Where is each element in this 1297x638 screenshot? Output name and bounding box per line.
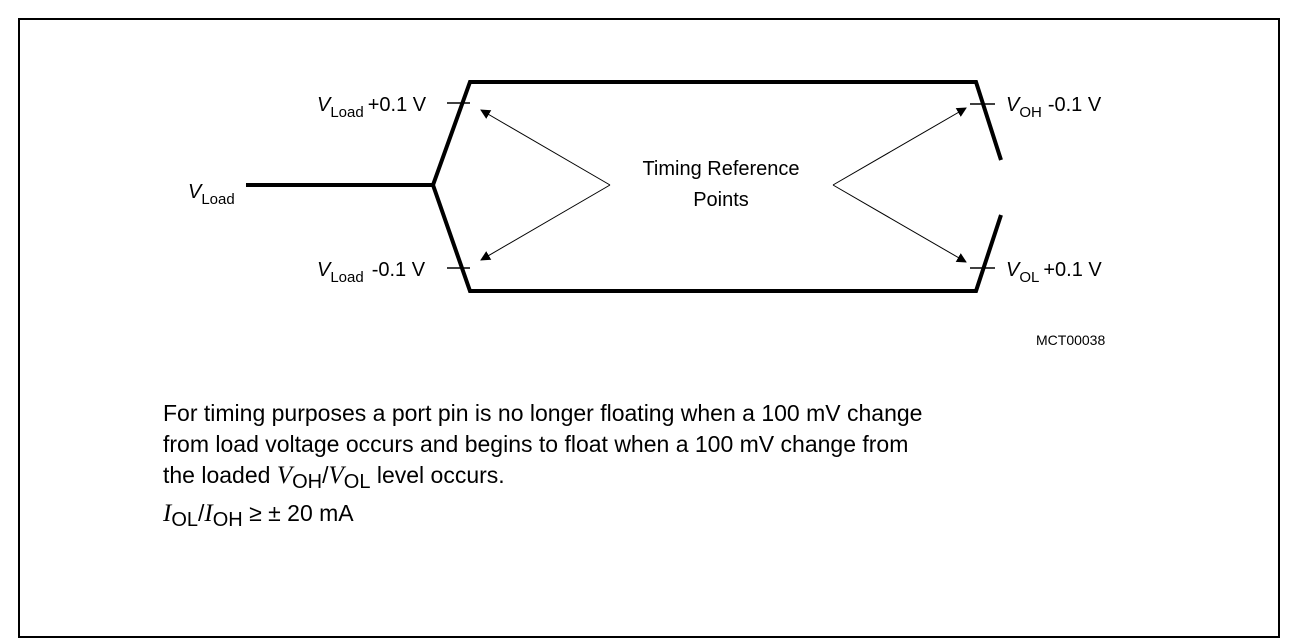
- label-v-load: VLoad: [188, 181, 235, 208]
- label-v-oh-minus: VOH-0.1 V: [1006, 94, 1102, 121]
- note-line-2: from load voltage occurs and begins to f…: [163, 431, 909, 457]
- arrow-lower-left: [480, 184, 611, 261]
- note-line-4: IOL/IOH ≥ ± 20 mA: [163, 500, 354, 531]
- label-v-load-minus: VLoad-0.1 V: [317, 259, 426, 286]
- timing-reference-label-line2: Points: [693, 189, 749, 211]
- tick-marks: [447, 102, 995, 269]
- label-v-load-plus: VLoad+0.1 V: [317, 94, 427, 121]
- waveform: [246, 80, 1003, 293]
- note-line-3: the loaded VOH/VOL level occurs.: [163, 462, 505, 493]
- waveform-lower: [431, 184, 1003, 293]
- figure-id: MCT00038: [1036, 332, 1105, 348]
- waveform-upper: [431, 80, 1003, 186]
- arrow-upper-left: [480, 109, 611, 186]
- timing-reference-label-line1: Timing Reference: [642, 158, 799, 180]
- label-v-ol-plus: VOL+0.1 V: [1006, 259, 1102, 286]
- note-line-1: For timing purposes a port pin is no lon…: [163, 400, 923, 426]
- reference-arrows: [480, 107, 967, 263]
- arrow-upper-right: [832, 107, 967, 186]
- arrow-lower-right: [832, 184, 967, 263]
- timing-note: For timing purposes a port pin is no lon…: [163, 398, 1213, 536]
- timing-diagram: VLoad VLoad+0.1 V VLoad-0.1 V VOH-0.1 V …: [188, 80, 1105, 348]
